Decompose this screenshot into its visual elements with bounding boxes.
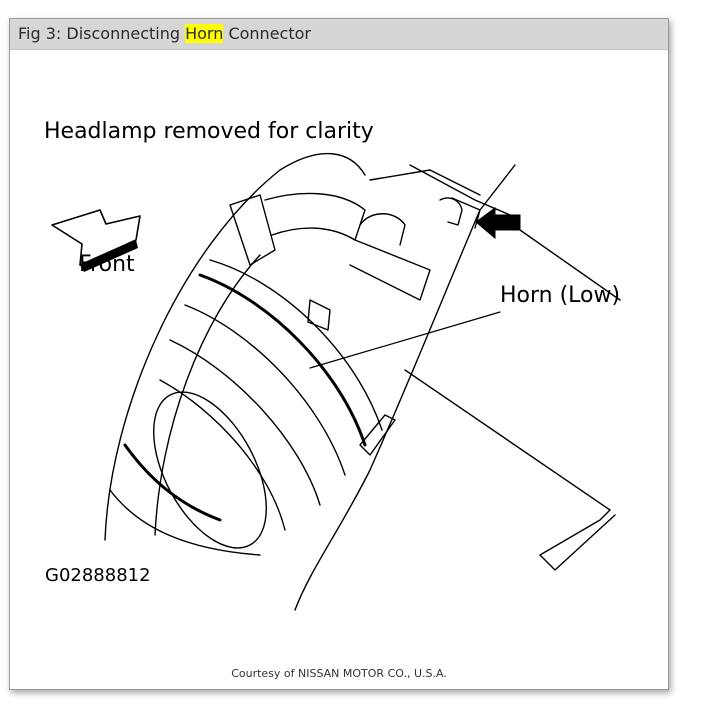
horn-label: Horn (Low) [500,283,621,308]
top-bracket [409,164,511,216]
top-bracket-2 [369,169,481,196]
terminal-clip-2 [451,197,481,229]
caption-suffix: Connector [223,24,311,43]
horn-ring-5 [209,259,383,431]
housing-inner-arc [154,254,261,536]
connector-tab [307,299,331,331]
pointer-arrow-icon [475,207,521,240]
lens-base [109,489,261,556]
diagram-headline: Headlamp removed for clarity [44,119,374,144]
horn-leader-line [309,311,501,369]
caption-highlight: Horn [185,24,224,43]
terminal-clip [439,197,463,226]
horn-ring-3 [169,339,321,506]
front-label: Front [79,252,135,277]
fender-edge [294,164,516,611]
figure-panel: Fig 3: Disconnecting Horn Connector [9,18,669,690]
fender-return [404,369,616,571]
horn-connector-illustration [51,152,621,611]
horn-ring-1 [198,273,367,447]
horn-ring-2 [184,304,346,476]
horn-lens [152,391,268,549]
caption-prefix: Fig 3: Disconnecting [18,24,186,43]
top-right-line [519,229,621,301]
figure-caption: Fig 3: Disconnecting Horn Connector [10,19,668,50]
mount-tab [359,414,396,456]
lens-shadow [123,443,222,522]
housing-outline [104,152,366,541]
courtesy-note: Courtesy of NISSAN MOTOR CO., U.S.A. [231,667,447,680]
connector-plug [359,213,406,246]
front-direction-arrow-icon [51,209,141,272]
connector-top [264,192,366,241]
connector-body [229,194,276,266]
connector-side [349,239,431,301]
figure-code: G02888812 [45,565,151,586]
